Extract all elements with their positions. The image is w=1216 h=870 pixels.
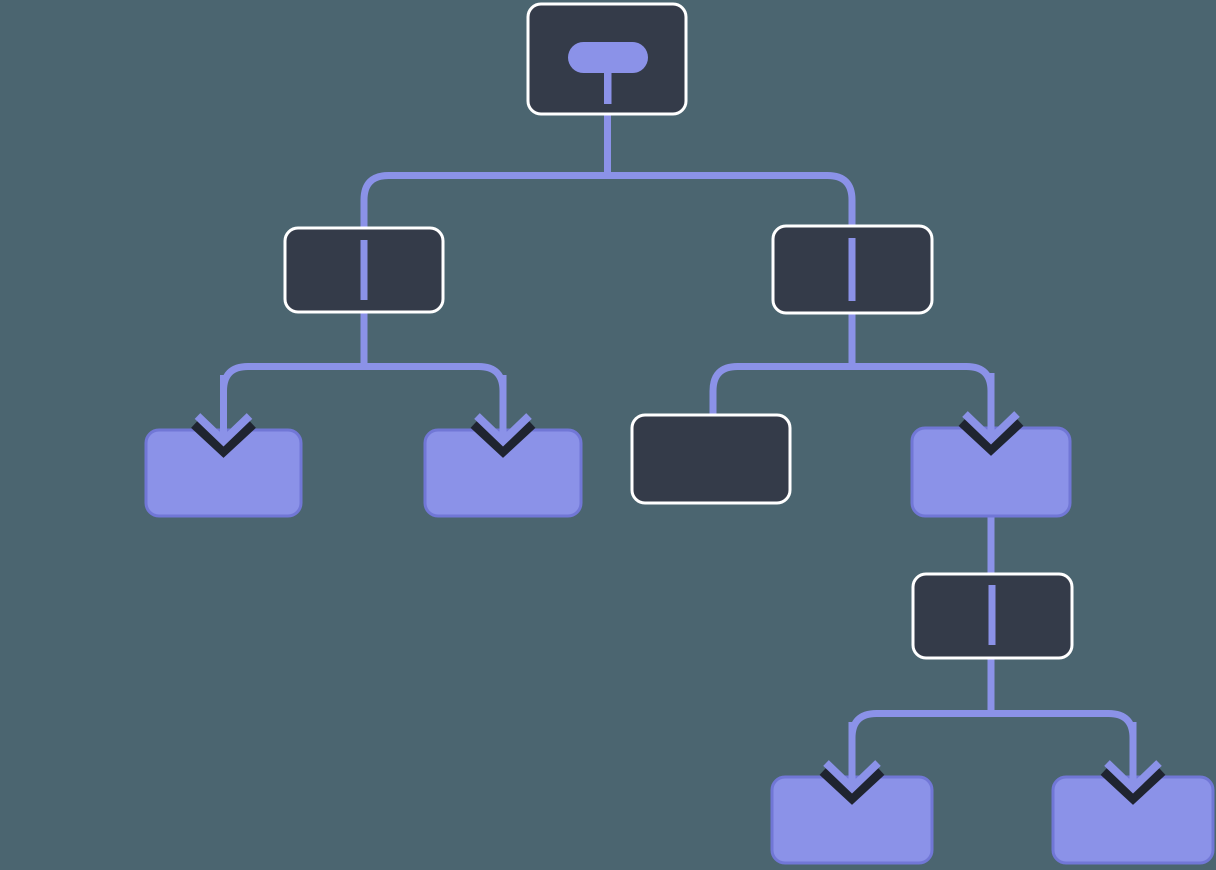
chevron-down-icon-leaf5 xyxy=(1106,722,1160,794)
node-icons xyxy=(360,42,996,645)
edge-fork-left xyxy=(220,363,507,424)
chevron-down-icon-leaf4 xyxy=(825,722,879,794)
chevron-down-icon-leaf2 xyxy=(476,375,530,447)
nodes xyxy=(144,2,1215,865)
chevron-down-icon-leaf3 xyxy=(964,373,1018,445)
edge-fork-level1 xyxy=(360,172,856,232)
chevron-down-icon-leaf1 xyxy=(197,375,251,447)
root-pill-icon xyxy=(568,42,648,104)
node-plain-dark[interactable] xyxy=(630,413,792,505)
edge-fork-bottom xyxy=(848,710,1137,770)
